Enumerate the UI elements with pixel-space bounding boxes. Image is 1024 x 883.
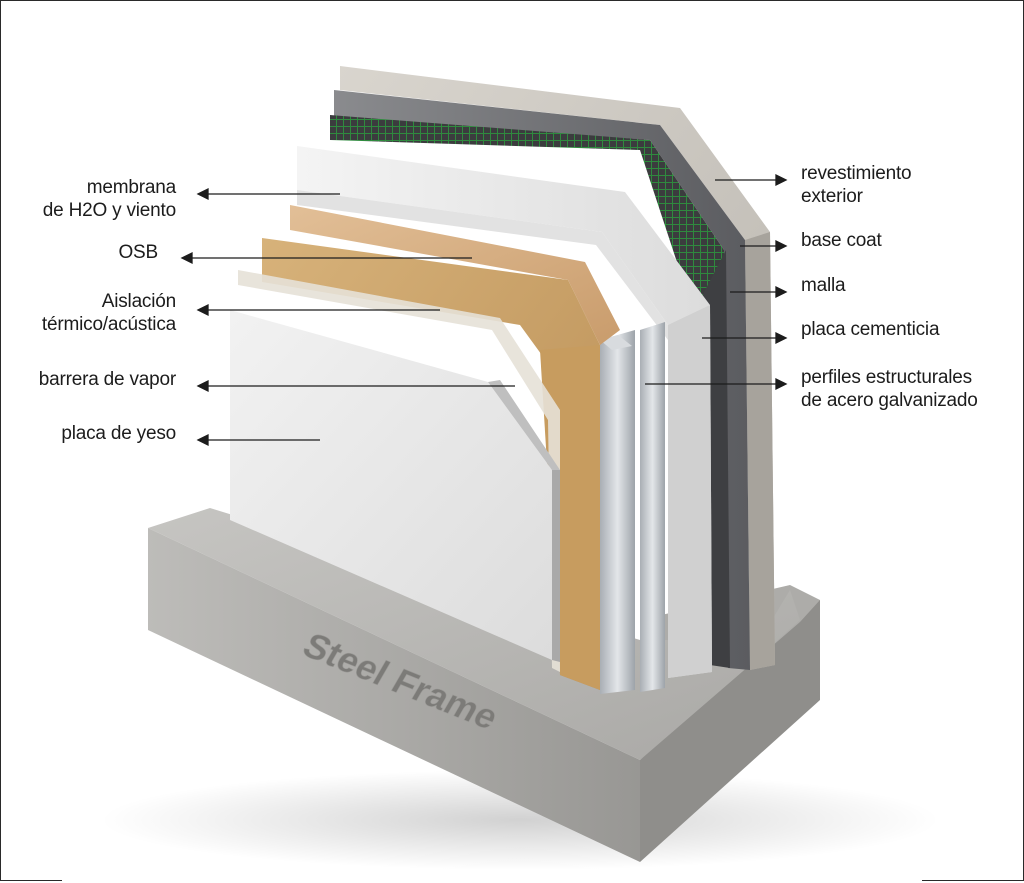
leader-lines bbox=[180, 173, 788, 447]
layer-osb bbox=[290, 205, 620, 345]
label-basecoat: base coat bbox=[801, 230, 882, 251]
label-barrera: barrera de vapor bbox=[38, 369, 176, 390]
concrete-base-front bbox=[148, 528, 640, 862]
layer-placa-yeso bbox=[230, 310, 552, 660]
ground-shadow bbox=[100, 770, 940, 870]
label-osb: OSB bbox=[118, 242, 158, 263]
label-yeso: placa de yeso bbox=[61, 423, 176, 444]
label-cementicia: placa cementicia bbox=[801, 319, 940, 340]
steel-profile-front bbox=[600, 330, 635, 694]
concrete-base-top bbox=[148, 508, 800, 760]
concrete-base-side bbox=[640, 600, 820, 862]
border-gap bbox=[62, 877, 922, 883]
steel-profile-rear bbox=[640, 322, 665, 692]
layer-malla bbox=[330, 115, 726, 332]
label-malla: malla bbox=[801, 275, 846, 296]
